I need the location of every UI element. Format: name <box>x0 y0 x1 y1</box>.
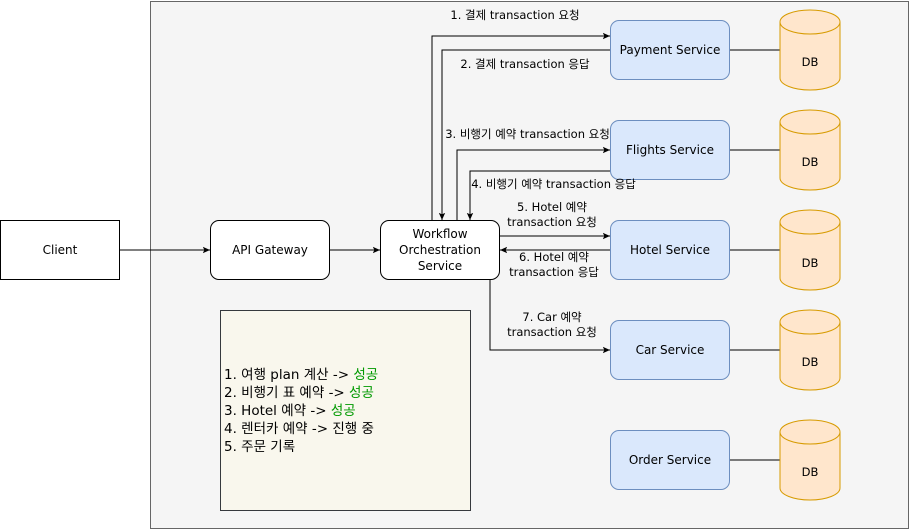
edge-label-5: 5. Hotel 예약 transaction 요청 <box>507 200 597 229</box>
db-cylinder-hotel <box>779 209 841 291</box>
db-label-car: DB <box>801 355 819 369</box>
edge-label-2: 2. 결제 transaction 응답 <box>460 57 590 71</box>
edge-label-1: 1. 결제 transaction 요청 <box>450 8 580 22</box>
payment-service-node: Payment Service <box>610 20 730 80</box>
db-cylinder-car <box>779 309 841 391</box>
orchestration-service-node: Workflow Orchestration Service <box>380 220 500 280</box>
edge-1-payment-request <box>431 32 610 220</box>
db-label-hotel: DB <box>801 256 819 270</box>
edge-label-4: 4. 비행기 예약 transaction 응답 <box>471 177 636 191</box>
client-node: Client <box>0 220 120 280</box>
note-line-3: 3. Hotel 예약 -> 성공 <box>224 402 356 419</box>
flights-service-node: Flights Service <box>610 120 730 180</box>
note-line-1: 1. 여행 plan 계산 -> 성공 <box>224 366 379 383</box>
car-service-node: Car Service <box>610 320 730 380</box>
hotel-service-node: Hotel Service <box>610 220 730 280</box>
edge-3-flights-request <box>456 146 610 220</box>
edge-label-3: 3. 비행기 예약 transaction 요청 <box>445 127 610 141</box>
note-line-5: 5. 주문 기록 <box>224 438 296 455</box>
edge-2-payment-response <box>438 49 610 220</box>
edge-7-car-request <box>489 280 610 354</box>
db-label-flights: DB <box>801 155 819 169</box>
db-cylinder-flights <box>779 109 841 191</box>
db-cylinder-order <box>779 419 841 501</box>
progress-note: 1. 여행 plan 계산 -> 성공 2. 비행기 표 예약 -> 성공 3.… <box>220 310 471 511</box>
db-label-order: DB <box>801 465 819 479</box>
note-line-2: 2. 비행기 표 예약 -> 성공 <box>224 384 374 401</box>
edge-label-7: 7. Car 예약 transaction 요청 <box>507 310 597 339</box>
note-line-4: 4. 렌터카 예약 -> 진행 중 <box>224 420 374 437</box>
db-cylinder-payment <box>779 9 841 91</box>
api-gateway-node: API Gateway <box>210 220 330 280</box>
edge-label-6: 6. Hotel 예약 transaction 응답 <box>509 250 599 279</box>
db-label-payment: DB <box>801 55 819 69</box>
edge-4-flights-response <box>466 170 610 220</box>
order-service-node: Order Service <box>610 430 730 490</box>
